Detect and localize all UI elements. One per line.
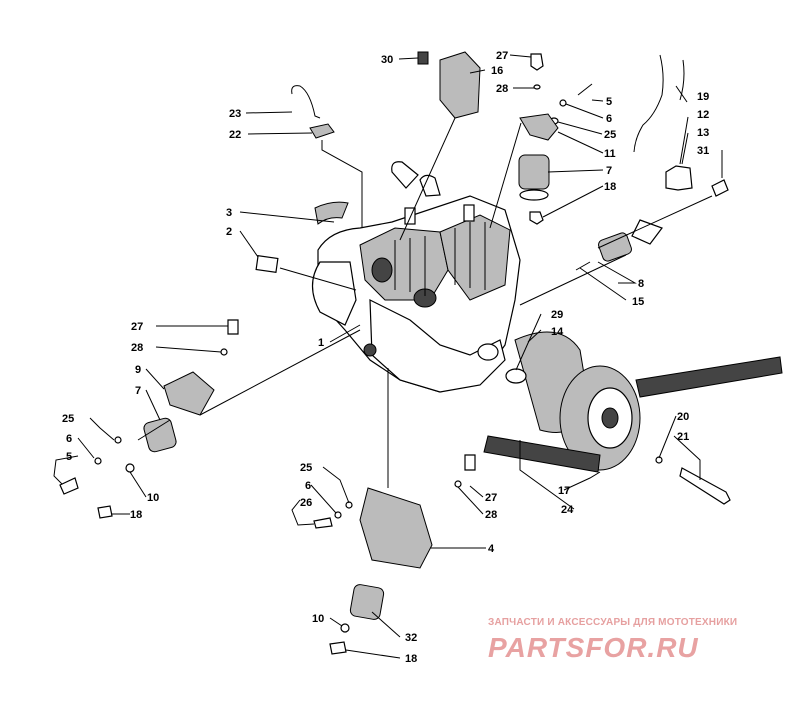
part-19-wire-harness (633, 54, 685, 153)
watermark-logo: PARTSFOR.RU (488, 632, 699, 663)
callout-25-left: 25 (62, 413, 74, 425)
part-23-wire (291, 85, 321, 119)
callout-20: 20 (677, 411, 689, 423)
callout-28-left: 28 (131, 342, 143, 354)
callout-9: 9 (135, 364, 141, 376)
part-32-isolator (349, 584, 385, 620)
part-21-bolt (679, 467, 731, 505)
part-29-bushing (505, 368, 527, 384)
callout-25-bottom: 25 (300, 462, 312, 474)
clutch-assembly (483, 331, 783, 505)
callout-32: 32 (405, 632, 417, 644)
callout-11: 11 (604, 148, 616, 160)
callout-18-left: 18 (130, 509, 142, 521)
callout-18-bottom: 18 (405, 653, 417, 665)
callout-13: 13 (697, 127, 709, 139)
callout-23: 23 (229, 108, 241, 120)
callout-25-top: 25 (604, 129, 616, 141)
callout-29: 29 (551, 309, 563, 321)
callout-24: 24 (561, 504, 574, 516)
callout-7-top: 7 (606, 165, 612, 177)
part-12-13-tabs (665, 165, 693, 191)
callout-10-left: 10 (147, 492, 159, 504)
part-22-bracket (309, 123, 335, 139)
callout-4: 4 (488, 543, 495, 555)
part-30-clip (417, 51, 429, 65)
callout-5-top: 5 (606, 96, 612, 108)
callout-28-bottom: 28 (485, 509, 497, 521)
callout-3: 3 (226, 207, 232, 219)
mount-plate (631, 219, 663, 245)
part-31-bolt (711, 179, 729, 197)
callout-1: 1 (318, 337, 324, 349)
callout-6-bottom: 6 (305, 480, 311, 492)
callout-16: 16 (491, 65, 503, 77)
callout-10-bottom: 10 (312, 613, 324, 625)
callout-6-left: 6 (66, 433, 72, 445)
left-mount-stack (59, 319, 239, 519)
engine-assembly (311, 161, 521, 393)
callout-6-top: 6 (606, 113, 612, 125)
right-mount-stack (518, 53, 593, 225)
callout-27-top: 27 (496, 50, 508, 62)
bottom-mount-stack (313, 454, 476, 655)
callout-28-top: 28 (496, 83, 508, 95)
part-8-spacer (598, 232, 632, 262)
callout-22: 22 (229, 129, 241, 141)
watermark-tagline: ЗАПЧАСТИ И АКСЕССУАРЫ ДЛЯ МОТОТЕХНИКИ (488, 617, 738, 628)
callout-12: 12 (697, 109, 709, 121)
callout-27-left: 27 (131, 321, 143, 333)
callout-27-bottom: 27 (485, 492, 497, 504)
part-24-drive-belt (483, 356, 783, 473)
callout-19: 19 (697, 91, 709, 103)
callout-31: 31 (697, 145, 709, 157)
part-15-stud (575, 261, 591, 271)
callout-21: 21 (677, 431, 689, 443)
callout-15: 15 (632, 296, 644, 308)
callout-7-left: 7 (135, 385, 141, 397)
part-4-mount-bracket (359, 487, 433, 569)
callout-30: 30 (381, 54, 393, 66)
callout-5-left: 5 (66, 451, 72, 463)
callout-8: 8 (638, 278, 644, 290)
callout-26: 26 (300, 497, 312, 509)
part-2-decal (255, 254, 279, 274)
part-16-cover (439, 51, 481, 119)
callout-2: 2 (226, 226, 232, 238)
callout-labels: 30 16 23 22 27 28 5 6 25 11 7 18 19 12 1… (62, 50, 709, 665)
leader-lines (53, 54, 723, 659)
callout-17: 17 (558, 485, 570, 497)
callout-14: 14 (551, 326, 564, 338)
callout-18-top: 18 (604, 181, 616, 193)
